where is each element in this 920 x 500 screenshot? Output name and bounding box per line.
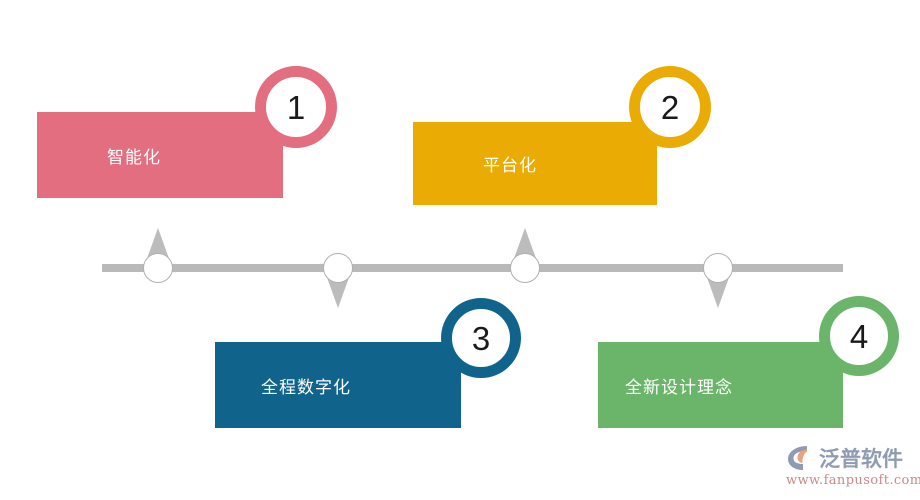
step-number-2: 2 [660, 88, 680, 126]
timeline-node-4[interactable] [703, 253, 733, 283]
fanpu-logo-icon [786, 443, 816, 473]
step-box-1[interactable]: 智能化 [37, 112, 283, 198]
timeline-node-3[interactable] [510, 253, 540, 283]
step-box-3[interactable]: 全程数字化 [215, 342, 461, 428]
watermark: 泛普软件 www.fanpusoft.com [786, 442, 920, 494]
step-badge-4[interactable]: 4 [819, 296, 899, 376]
step-badge-2[interactable]: 2 [629, 66, 711, 148]
timeline-axis-line [102, 264, 843, 272]
step-label-1: 智能化 [107, 147, 161, 167]
watermark-url-text: www.fanpusoft.com [786, 473, 920, 488]
step-label-4: 全新设计理念 [625, 377, 733, 397]
watermark-brand-row: 泛普软件 [786, 442, 916, 474]
timeline-node-1[interactable] [143, 253, 173, 283]
fanpu-logo-glyph [788, 446, 807, 470]
step-label-3: 全程数字化 [261, 377, 351, 397]
step-number-3: 3 [471, 319, 491, 357]
step-badge-1[interactable]: 1 [255, 66, 337, 148]
step-label-2: 平台化 [483, 156, 537, 175]
timeline-node-2[interactable] [323, 253, 353, 283]
step-number-1: 1 [286, 88, 306, 126]
step-box-2[interactable]: 平台化 [413, 122, 657, 205]
step-box-4[interactable]: 全新设计理念 [598, 342, 843, 428]
watermark-brand-text: 泛普软件 [819, 447, 903, 471]
step-badge-3[interactable]: 3 [441, 298, 521, 378]
step-number-4: 4 [849, 317, 869, 355]
